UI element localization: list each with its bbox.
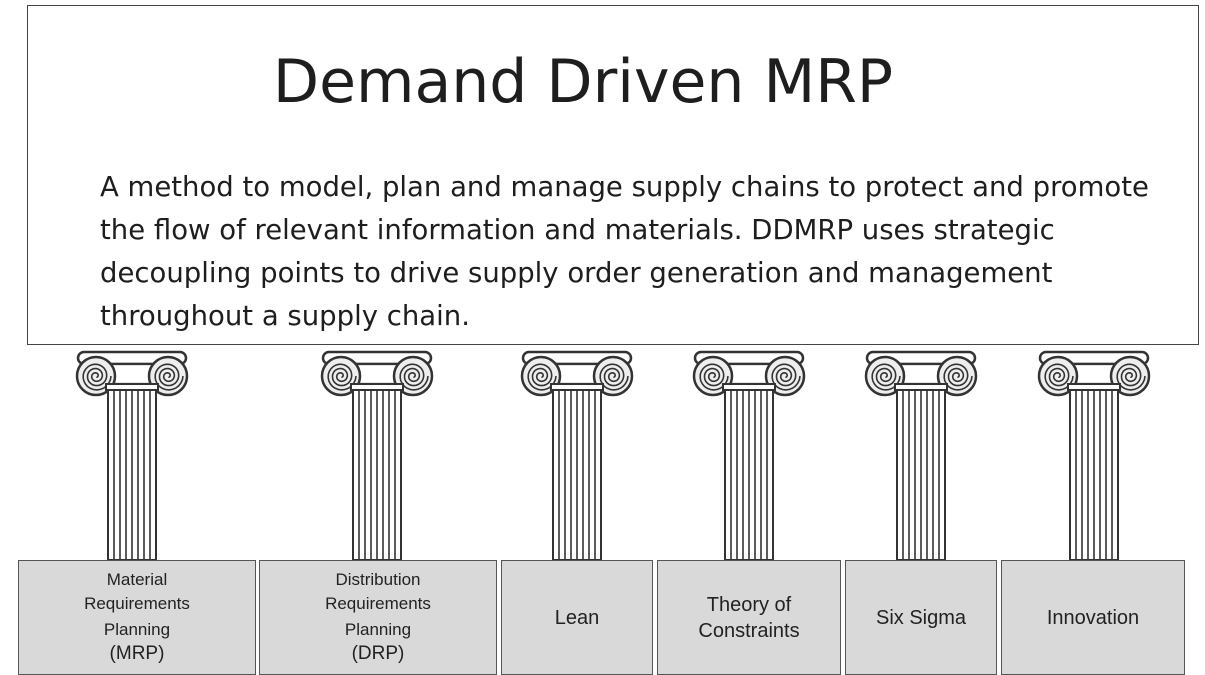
pillar-base-mrp: Material Requirements Planning (MRP) xyxy=(18,560,256,675)
ionic-column xyxy=(75,350,189,561)
ionic-column xyxy=(520,350,634,561)
ionic-column xyxy=(320,350,434,561)
pillar-base-innovation: Innovation xyxy=(1001,560,1185,675)
pillar-label-line: Planning xyxy=(103,620,171,639)
pillar-label-line: Innovation xyxy=(1046,606,1140,629)
pillar-label-line: (DRP) xyxy=(351,643,405,664)
definition-box: Demand Driven MRP A method to model, pla… xyxy=(27,5,1199,345)
ionic-column xyxy=(692,350,806,561)
pillar-label-line: Six Sigma xyxy=(875,606,967,629)
pillar-label-line: Theory of xyxy=(706,593,792,616)
definition-text: A method to model, plan and manage suppl… xyxy=(100,171,1149,332)
pillar-label-line: (MRP) xyxy=(109,643,165,664)
ionic-column xyxy=(1037,350,1151,561)
pillar-base-toc: Theory of Constraints xyxy=(657,560,841,675)
pillar-label-line: Material xyxy=(106,570,168,589)
ionic-column xyxy=(864,350,978,561)
page-title: Demand Driven MRP xyxy=(272,47,894,117)
pillar-label-line: Distribution xyxy=(335,570,421,589)
pillar-label-line: Planning xyxy=(344,620,412,639)
pillar-label-line: Constraints xyxy=(698,619,800,642)
pillar-base-six-sigma: Six Sigma xyxy=(845,560,997,675)
pillar-base-lean: Lean xyxy=(501,560,653,675)
pillar-label-line: Requirements xyxy=(84,594,190,613)
pillar-base-drp: Distribution Requirements Planning (DRP) xyxy=(259,560,497,675)
pillar-label-line: Requirements xyxy=(325,594,431,613)
pillar-label-line: Lean xyxy=(554,606,600,629)
